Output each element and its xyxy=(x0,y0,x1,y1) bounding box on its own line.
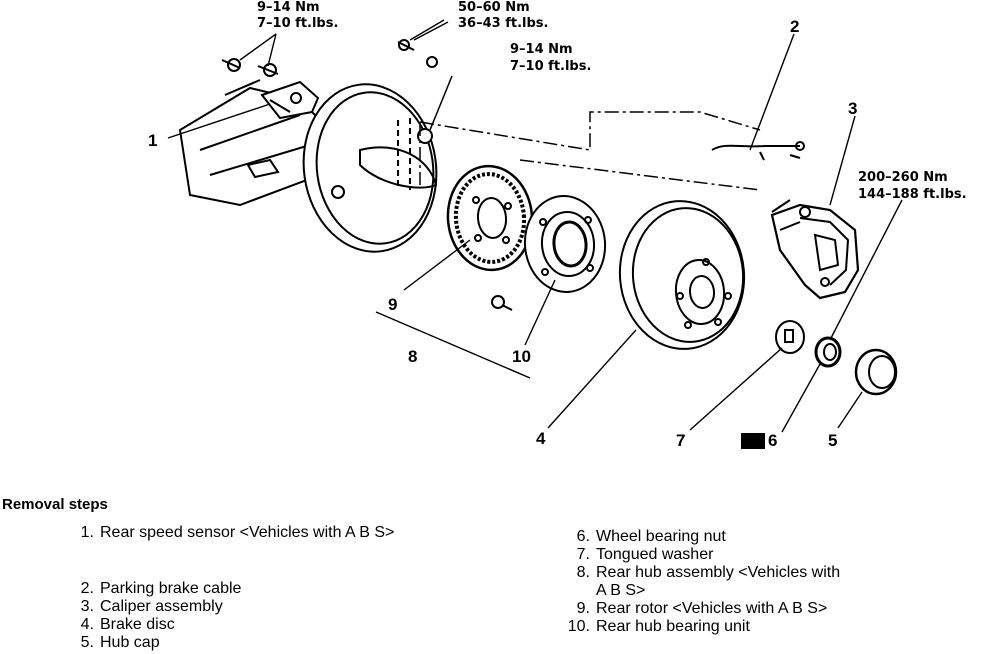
step-number: 2. xyxy=(80,580,94,597)
step-number: 9. xyxy=(576,600,590,617)
step-number: 5. xyxy=(80,634,94,651)
step-text: Hub cap xyxy=(100,634,160,651)
callout-9: 9 xyxy=(388,295,397,314)
wheel-bearing-nut xyxy=(814,336,842,368)
step-text: Rear speed sensor <Vehicles with A B S> xyxy=(100,524,395,541)
callout-2: 2 xyxy=(790,17,799,36)
step-text: Rear hub bearing unit xyxy=(596,618,750,635)
step-text: Tongued washer xyxy=(596,546,714,563)
torque-label-sensor-bolts: 9–14 Nm 7–10 ft.lbs. xyxy=(257,0,338,31)
callout-1: 1 xyxy=(148,131,157,150)
torque-label-wheel-bolts: 50–60 Nm 36–43 ft.lbs. xyxy=(458,0,548,31)
callout-8: 8 xyxy=(408,347,417,366)
svg-text:200–260 Nm: 200–260 Nm xyxy=(858,170,948,185)
removal-steps-heading: Removal steps xyxy=(2,496,108,513)
step-number: 1. xyxy=(80,524,94,541)
step-6: 6. Wheel bearing nut xyxy=(566,528,726,546)
rear-hub-bearing-unit xyxy=(491,195,607,311)
step-text: Rear hub assembly <Vehicles with A B S> xyxy=(596,564,841,599)
step-number: 8. xyxy=(576,564,590,581)
svg-text:7–10 ft.lbs.: 7–10 ft.lbs. xyxy=(257,16,338,31)
step-2: 2. Parking brake cable xyxy=(70,580,242,598)
hub-bolt xyxy=(417,75,453,144)
rear-rotor xyxy=(446,164,534,272)
step-4: 4. Brake disc xyxy=(70,616,175,634)
step-7: 7. Tongued washer xyxy=(566,546,714,564)
step-text: Wheel bearing nut xyxy=(596,528,726,545)
hub-cap xyxy=(854,348,898,396)
svg-text:50–60 Nm: 50–60 Nm xyxy=(458,0,530,15)
callout-6: 6 xyxy=(768,431,777,450)
callout-3: 3 xyxy=(848,99,857,118)
step-number: 4. xyxy=(80,616,94,633)
torque-label-hub-bolts: 9–14 Nm 7–10 ft.lbs. xyxy=(510,42,591,74)
brake-disc xyxy=(618,200,746,350)
exploded-view-diagram: 9–14 Nm 7–10 ft.lbs. 50–60 Nm 36–43 ft.l… xyxy=(148,0,967,450)
callout-5: 5 xyxy=(828,431,837,450)
step-number: 6. xyxy=(576,528,590,545)
backing-plate xyxy=(302,83,438,253)
step-number: 7. xyxy=(576,546,590,563)
step-10: 10. Rear hub bearing unit xyxy=(566,618,750,636)
step-text: Brake disc xyxy=(100,616,175,633)
step-text: Rear rotor <Vehicles with A B S> xyxy=(596,600,828,617)
svg-text:9–14 Nm: 9–14 Nm xyxy=(510,42,573,57)
callout-4: 4 xyxy=(536,429,546,448)
step-1: 1. Rear speed sensor <Vehicles with A B S… xyxy=(70,524,395,542)
removal-steps: Removal steps 1. Rear speed sensor <Vehic… xyxy=(0,496,992,654)
svg-text:36–43 ft.lbs.: 36–43 ft.lbs. xyxy=(458,16,548,31)
svg-text:7–10 ft.lbs.: 7–10 ft.lbs. xyxy=(510,59,591,74)
tongued-washer xyxy=(775,320,805,354)
special-tool-icon xyxy=(741,433,765,449)
wheel-bolt xyxy=(397,21,449,68)
step-text: Parking brake cable xyxy=(100,580,242,597)
step-number: 10. xyxy=(567,618,590,635)
leader-lines xyxy=(167,19,903,433)
callout-10: 10 xyxy=(512,347,531,366)
rear-speed-sensor xyxy=(221,58,320,179)
torque-label-bearing-nut: 200–260 Nm 144–188 ft.lbs. xyxy=(858,170,967,202)
step-3: 3. Caliper assembly xyxy=(70,598,223,616)
step-text: Caliper assembly xyxy=(100,598,223,615)
svg-text:144–188 ft.lbs.: 144–188 ft.lbs. xyxy=(858,187,967,202)
caliper-assembly xyxy=(770,199,860,300)
svg-text:9–14 Nm: 9–14 Nm xyxy=(257,0,320,15)
parking-brake-cable xyxy=(711,141,805,161)
step-5: 5. Hub cap xyxy=(70,634,160,652)
step-8: 8. Rear hub assembly <Vehicles with A B S… xyxy=(566,564,840,600)
step-number: 3. xyxy=(80,598,94,615)
step-9: 9. Rear rotor <Vehicles with A B S> xyxy=(566,600,828,618)
callout-7: 7 xyxy=(676,431,685,450)
